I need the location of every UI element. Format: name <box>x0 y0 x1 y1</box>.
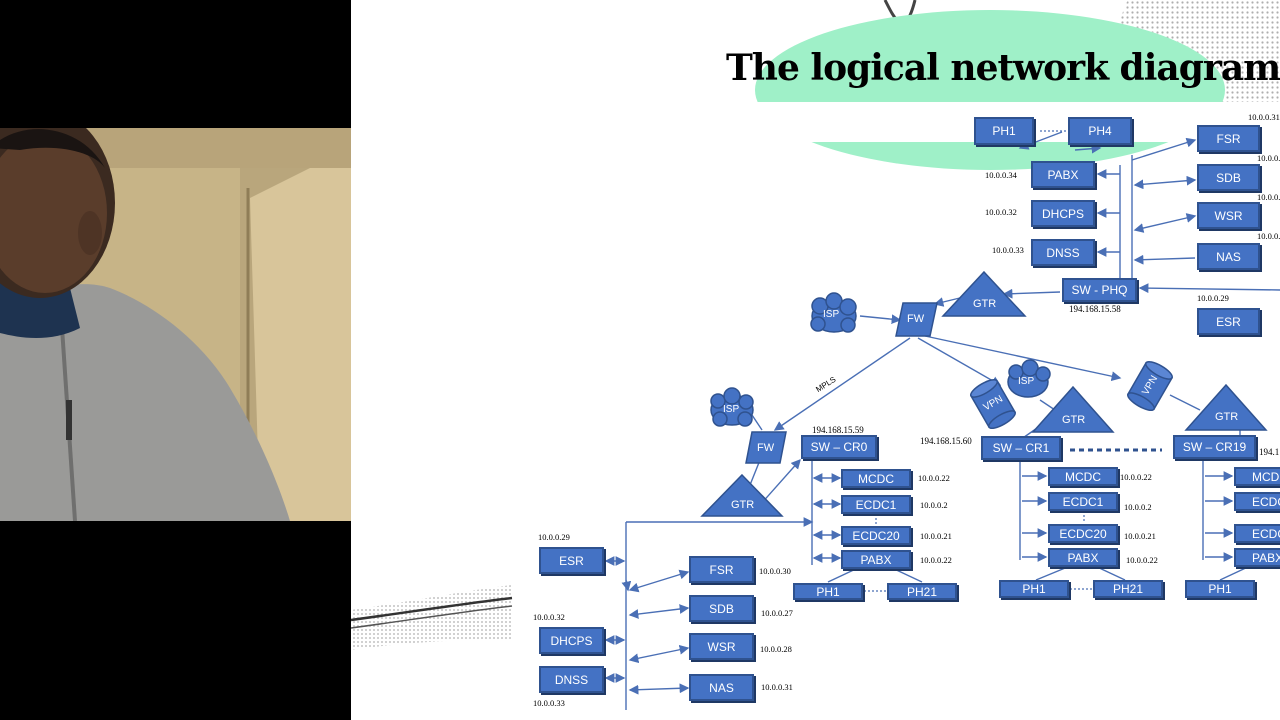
ph21-cr0-node: PH21 <box>887 583 957 600</box>
gtr-cr1-label: GTR <box>1062 414 1086 426</box>
sw-phq-node: SW - PHQ <box>1062 278 1137 302</box>
isp-cloud-cr1-icon <box>1007 359 1051 398</box>
cr0-sdb-ip: 10.0.0.27 <box>761 608 793 618</box>
isp-cr1-label: ISP <box>1018 376 1035 387</box>
dnss-cr0-node: DNSS <box>539 666 604 693</box>
cr0-pabx-ip: 10.0.0.22 <box>920 555 952 565</box>
hq-wsr-ip: 10.0.0. <box>1257 192 1280 202</box>
cr0-mcdc-ip: 10.0.0.22 <box>918 473 950 483</box>
cr0-fsr-ip: 10.0.0.30 <box>759 566 791 576</box>
ecdc20-cr0-node: ECDC20 <box>841 526 911 545</box>
gtr-cr19-label: GTR <box>1215 411 1239 423</box>
vpn-cylinder-1 <box>969 379 1017 429</box>
isp-hq-label: ISP <box>823 309 840 320</box>
isp-cr0-label: ISP <box>723 404 740 415</box>
isp-cloud-cr0-icon <box>710 387 754 427</box>
ecdc20-cr1-node: ECDC20 <box>1048 524 1118 543</box>
gtr-cr0-triangle <box>700 473 784 517</box>
diagram-shapes <box>700 270 1268 517</box>
cr0-dnss-ip: 10.0.0.33 <box>533 698 565 708</box>
cr1-mcdc-ip: 10.0.0.22 <box>1120 472 1152 482</box>
fsr-cr0-node: FSR <box>689 556 754 583</box>
hq-nas-ip: 10.0.0.2 <box>1257 231 1280 241</box>
mcdc-cr0-node: MCDC <box>841 469 911 488</box>
cr0-wsr-ip: 10.0.0.28 <box>760 644 792 654</box>
esr-hq-node: ESR <box>1197 308 1260 335</box>
ph21-cr1-node: PH21 <box>1093 580 1163 598</box>
pabx-cr0-node: PABX <box>841 550 911 569</box>
nas-hq-node: NAS <box>1197 243 1260 270</box>
hq-fsr-ip: 10.0.0.31 <box>1248 112 1280 122</box>
cr0-ecdc1-ip: 10.0.0.2 <box>920 500 948 510</box>
ecdc1-cr0-node: ECDC1 <box>841 495 911 514</box>
cr0-ecdc20-ip: 10.0.0.21 <box>920 531 952 541</box>
ecdc1-cr1-node: ECDC1 <box>1048 492 1118 511</box>
pabx-cr1-node: PABX <box>1048 548 1118 567</box>
cr1-ecdc1-ip: 10.0.0.2 <box>1124 502 1152 512</box>
hq-dnss-ip: 10.0.0.33 <box>992 245 1024 255</box>
ph1-cr1-node: PH1 <box>999 580 1069 598</box>
cr0-dhcps-ip: 10.0.0.32 <box>533 612 565 622</box>
ecdc2-cr19-node: ECDC2 <box>1234 524 1280 543</box>
sw-cr1-node: SW – CR1 <box>981 436 1061 460</box>
dhcps-cr0-node: DHCPS <box>539 627 604 654</box>
sdb-hq-node: SDB <box>1197 164 1260 191</box>
fsr-hq-node: FSR <box>1197 125 1260 152</box>
cr1-ecdc20-ip: 10.0.0.21 <box>1124 531 1156 541</box>
hq-dhcps-ip: 10.0.0.32 <box>985 207 1017 217</box>
pabx-cr19-node: PABX <box>1234 548 1280 567</box>
sw-cr19-ip: 194.1 <box>1259 447 1280 457</box>
gtr-hq-label: GTR <box>973 298 997 310</box>
slide-title: The logical network diagram <box>726 47 1280 89</box>
hq-esr-ip: 10.0.0.29 <box>1197 293 1229 303</box>
gtr-hq-triangle <box>941 270 1027 317</box>
gtr-cr0-label: GTR <box>731 499 755 511</box>
sw-phq-ip: 194.168.15.58 <box>1069 304 1121 314</box>
cr0-nas-ip: 10.0.0.31 <box>761 682 793 692</box>
webcam-image <box>0 128 351 521</box>
gtr-cr19-triangle <box>1184 383 1268 431</box>
sw-cr0-node: SW – CR0 <box>801 435 877 459</box>
nas-cr0-node: NAS <box>689 674 754 701</box>
gtr-cr1-triangle <box>1031 385 1115 433</box>
sw-cr1-ip: 194.168.15.60 <box>920 436 972 446</box>
sw-cr0-ip: 194.168.15.59 <box>812 425 864 435</box>
cr1-pabx-ip: 10.0.0.22 <box>1126 555 1158 565</box>
fw-hq-shape <box>895 302 938 337</box>
cr0-esr-ip: 10.0.0.29 <box>538 532 570 542</box>
presentation-slide <box>351 0 1280 720</box>
fw-cr0-label: FW <box>757 442 775 454</box>
mcdc-cr19-node: MCDC <box>1234 467 1280 486</box>
ph1-hq-node: PH1 <box>974 117 1034 145</box>
sw-cr19-node: SW – CR19 <box>1173 435 1256 459</box>
wsr-cr0-node: WSR <box>689 633 754 660</box>
fw-hq-label: FW <box>907 313 925 325</box>
vpn-cylinder-2 <box>1126 361 1174 411</box>
ph1-cr19-node: PH1 <box>1185 580 1255 598</box>
dhcps-hq-node: DHCPS <box>1031 200 1095 227</box>
ph4-hq-node: PH4 <box>1068 117 1132 145</box>
webcam-video <box>0 128 351 521</box>
fw-cr0-shape <box>745 431 787 464</box>
slide-decor <box>351 0 1280 710</box>
dnss-hq-node: DNSS <box>1031 239 1095 266</box>
sdb-cr0-node: SDB <box>689 595 754 622</box>
wsr-hq-node: WSR <box>1197 202 1260 229</box>
ecdc-cr19-node: ECDC <box>1234 492 1280 511</box>
hq-sdb-ip: 10.0.0. <box>1257 153 1280 163</box>
hq-pabx-ip: 10.0.0.34 <box>985 170 1017 180</box>
ph1-cr0-node: PH1 <box>793 583 863 600</box>
mcdc-cr1-node: MCDC <box>1048 467 1118 486</box>
isp-cloud-hq-icon <box>810 292 857 333</box>
esr-cr0-node: ESR <box>539 547 604 574</box>
pabx-hq-node: PABX <box>1031 161 1095 188</box>
